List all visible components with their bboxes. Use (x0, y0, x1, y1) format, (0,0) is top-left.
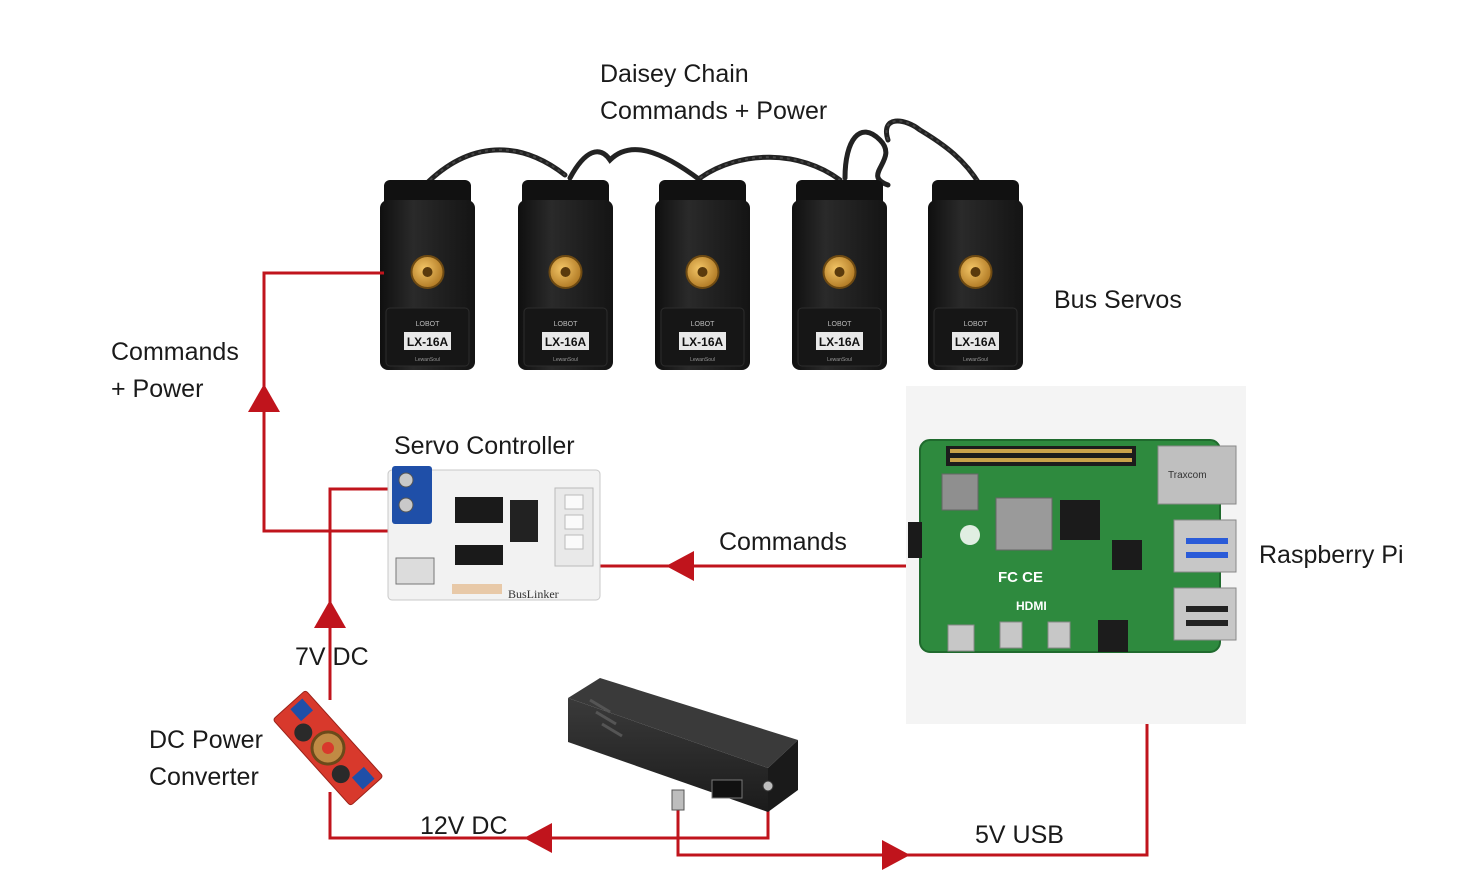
wiring-arrows (248, 384, 910, 870)
commands-power-label: Commands + Power (111, 334, 239, 408)
dc-jack (762, 780, 774, 792)
raspberry-pi-board: Traxcom FC CE HDMI (906, 386, 1246, 724)
bus-servo: LOBOT LX-16A LewanSoul (928, 180, 1023, 370)
usb-output (671, 789, 685, 811)
bus-servo: LOBOT LX-16A LewanSoul (518, 180, 613, 370)
daisy-chain-label: Daisey Chain Commands + Power (600, 56, 827, 130)
pi-fcc-mark: FC CE (998, 569, 1043, 586)
commands-power-line2: + Power (111, 375, 204, 403)
converter-line2: Converter (149, 763, 259, 791)
bus-servos-label: Bus Servos (1054, 286, 1182, 314)
bus-servo: LOBOT LX-16A LewanSoul (655, 180, 750, 370)
usb3-port (1173, 519, 1237, 573)
servo-maker: LewanSoul (690, 357, 715, 363)
servo-maker: LewanSoul (963, 357, 988, 363)
arrow-left-commands (666, 551, 694, 581)
controller-silkscreen: BusLinker (508, 587, 559, 601)
servo-controller-board: BusLinker (387, 466, 601, 601)
servo-model-label: LX-16A (955, 335, 997, 349)
bus-servo: LOBOT LX-16A LewanSoul (792, 180, 887, 370)
daisy-chain-line2: Commands + Power (600, 97, 828, 125)
commands-label: Commands (719, 528, 847, 556)
daisy-chain-cable (422, 118, 983, 188)
servo-model-label: LX-16A (545, 335, 587, 349)
arrow-right-5v (882, 840, 910, 870)
bus-servos: LOBOT LX-16A LewanSoul LOBOT LX-16A LewanSoul… (380, 180, 1023, 370)
raspberry-pi-label: Raspberry Pi (1259, 541, 1404, 569)
ethernet-label: Traxcom (1168, 470, 1207, 481)
power-switch (711, 779, 743, 799)
servo-controller-label: Servo Controller (394, 432, 575, 460)
servo-maker: LewanSoul (827, 357, 852, 363)
arrow-up-commands-power (248, 384, 280, 412)
servo-brand: LOBOT (416, 321, 440, 328)
servo-maker: LewanSoul (415, 357, 440, 363)
dc-power-converter (273, 690, 383, 806)
commands-power-line1: Commands (111, 338, 239, 366)
servo-brand: LOBOT (691, 321, 715, 328)
usb2-port (1173, 587, 1237, 641)
servo-maker: LewanSoul (553, 357, 578, 363)
servo-brand: LOBOT (554, 321, 578, 328)
ethernet-port (1157, 445, 1237, 505)
converter-line1: DC Power (149, 726, 263, 754)
battery-pack (568, 678, 798, 812)
screw-terminal (392, 466, 432, 524)
12v-dc-label: 12V DC (420, 812, 508, 840)
servo-brand: LOBOT (828, 321, 852, 328)
pi-hdmi-mark: HDMI (1016, 599, 1047, 613)
arrow-left-12v (524, 823, 552, 853)
arrow-up-7v (314, 600, 346, 628)
dc-power-converter-label: DC Power Converter (149, 722, 263, 796)
5v-usb-label: 5V USB (975, 821, 1064, 849)
daisy-chain-line1: Daisey Chain (600, 60, 749, 88)
servo-brand: LOBOT (964, 321, 988, 328)
servo-model-label: LX-16A (407, 335, 449, 349)
bus-servo: LOBOT LX-16A LewanSoul (380, 180, 475, 370)
7v-dc-label: 7V DC (295, 643, 369, 671)
servo-model-label: LX-16A (819, 335, 861, 349)
servo-model-label: LX-16A (682, 335, 724, 349)
